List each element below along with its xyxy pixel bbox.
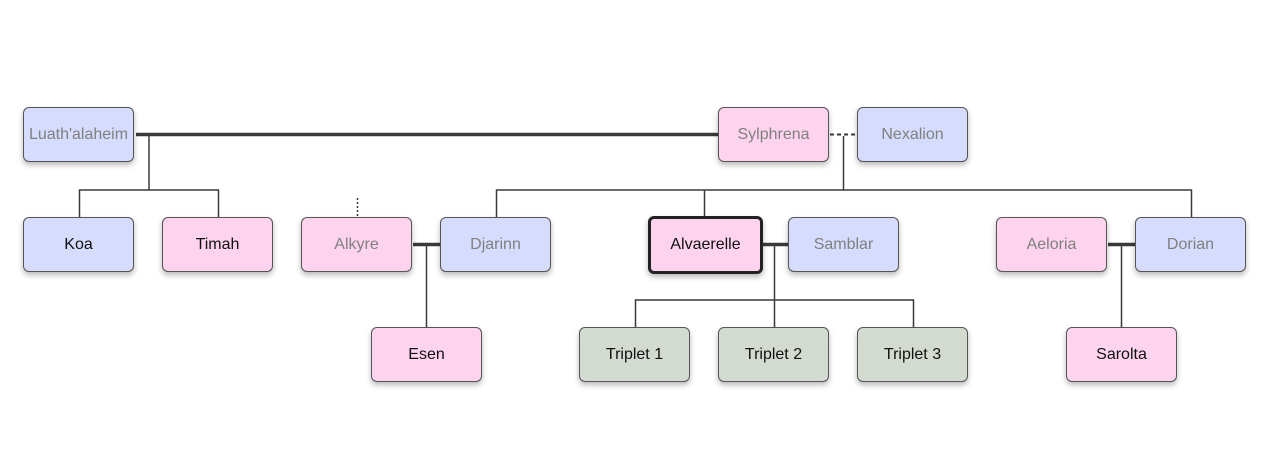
sibling-bar-djarinn-alvaerelle-dorian	[495, 189, 1193, 217]
person-node-nexalion[interactable]: Nexalion	[857, 107, 968, 162]
person-name: Alkyre	[334, 235, 379, 253]
person-node-alkyre[interactable]: Alkyre	[301, 217, 412, 272]
person-node-triplet-1[interactable]: Triplet 1	[579, 327, 690, 382]
person-node-luathalaheim[interactable]: Luath'alaheim	[23, 107, 134, 162]
person-name: Alvaerelle	[670, 236, 741, 253]
person-node-sarolta[interactable]: Sarolta	[1066, 327, 1177, 382]
sibling-bar-triplets	[634, 299, 915, 327]
person-name: Koa	[64, 235, 93, 253]
person-node-sylphrena[interactable]: Sylphrena	[718, 107, 829, 162]
person-name: Nexalion	[881, 125, 944, 143]
person-name: Djarinn	[470, 235, 521, 253]
person-name: Dorian	[1166, 235, 1215, 253]
person-name: Timah	[195, 235, 240, 253]
person-node-timah[interactable]: Timah	[162, 217, 273, 272]
person-node-triplet-3[interactable]: Triplet 3	[857, 327, 968, 382]
person-name: Luath'alaheim	[28, 125, 129, 143]
person-node-samblar[interactable]: Samblar	[788, 217, 899, 272]
person-node-alvaerelle[interactable]: Alvaerelle	[648, 216, 763, 274]
person-name: Sarolta	[1096, 345, 1147, 363]
person-node-esen[interactable]: Esen	[371, 327, 482, 382]
sibling-bar-koa-timah	[78, 189, 220, 217]
person-name: Triplet 3	[883, 345, 942, 363]
person-name: Aeloria	[1026, 235, 1077, 253]
person-node-triplet-2[interactable]: Triplet 2	[718, 327, 829, 382]
person-name: Samblar	[813, 235, 874, 253]
person-name: Sylphrena	[737, 125, 810, 143]
person-node-dorian[interactable]: Dorian	[1135, 217, 1246, 272]
person-name: Triplet 1	[605, 345, 664, 363]
person-node-aeloria[interactable]: Aeloria	[996, 217, 1107, 272]
person-name: Esen	[408, 345, 445, 363]
person-name: Triplet 2	[744, 345, 803, 363]
person-node-djarinn[interactable]: Djarinn	[440, 217, 551, 272]
person-node-koa[interactable]: Koa	[23, 217, 134, 272]
